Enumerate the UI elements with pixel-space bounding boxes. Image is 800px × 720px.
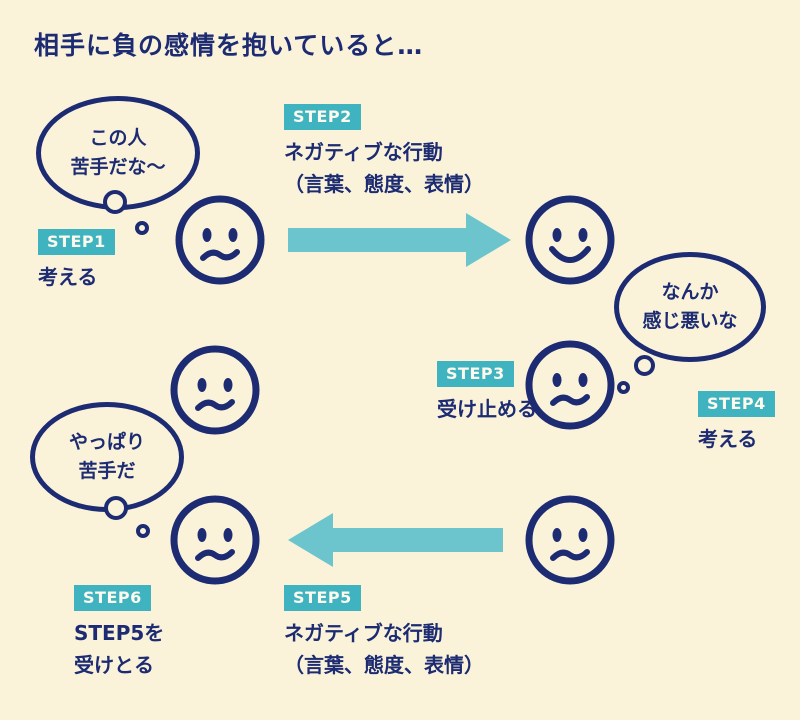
bubble-line: この人 <box>89 126 147 149</box>
step6-line1: STEP5を <box>74 621 165 645</box>
bubble-feels-unpleasant: なんか 感じ悪いな <box>614 252 766 362</box>
bubble-tail-large <box>634 355 655 376</box>
step4-label: 考える <box>698 427 758 451</box>
step5-line1: ネガティブな行動 <box>284 621 443 645</box>
face-person-b-step5 <box>525 495 615 585</box>
step2-badge: STEP2 <box>284 104 361 130</box>
arrow-step5-left <box>288 513 503 567</box>
bubble-tail-small <box>136 524 150 538</box>
step1-badge: STEP1 <box>38 229 115 255</box>
page-title: 相手に負の感情を抱いていると… <box>34 31 424 60</box>
step2-block: STEP2 ネガティブな行動 （言葉、態度、表情） <box>284 104 484 199</box>
bubble-line: 苦手だ <box>78 460 136 482</box>
step4-badge: STEP4 <box>698 391 775 417</box>
bubble-tail-large <box>103 190 127 214</box>
step3-block: STEP3 受け止める <box>437 361 537 424</box>
step5-badge: STEP5 <box>284 585 361 611</box>
bubble-tail-large <box>104 496 128 520</box>
step6-line2: 受けとる <box>74 653 154 677</box>
bubble-tail-small <box>617 381 630 394</box>
step3-badge: STEP3 <box>437 361 514 387</box>
step1-label: 考える <box>38 265 98 289</box>
step5-block: STEP5 ネガティブな行動 （言葉、態度、表情） <box>284 585 484 680</box>
bubble-line: なんか <box>661 280 719 303</box>
face-person-b-step3 <box>525 340 615 430</box>
step6-block: STEP6 STEP5を 受けとる <box>74 585 164 680</box>
step5-line2: （言葉、態度、表情） <box>284 653 484 677</box>
bubble-line: やっぱり <box>68 430 145 453</box>
step3-label: 受け止める <box>437 397 537 421</box>
arrow-step2-right <box>288 213 511 267</box>
bubble-tail-small <box>135 221 149 235</box>
face-person-a-step6 <box>170 495 260 585</box>
face-person-a-middle <box>170 345 260 435</box>
face-person-b-initial <box>525 195 615 285</box>
step2-line1: ネガティブな行動 <box>284 140 443 164</box>
bubble-still-difficult: やっぱり 苦手だ <box>30 402 184 512</box>
bubble-line: 苦手だな〜 <box>70 156 166 178</box>
step1-block: STEP1 考える <box>38 229 115 292</box>
step6-badge: STEP6 <box>74 585 151 611</box>
face-person-a-step1 <box>175 195 265 285</box>
step2-line2: （言葉、態度、表情） <box>284 172 484 196</box>
step4-block: STEP4 考える <box>698 391 775 454</box>
bubble-line: 感じ悪いな <box>642 310 738 332</box>
